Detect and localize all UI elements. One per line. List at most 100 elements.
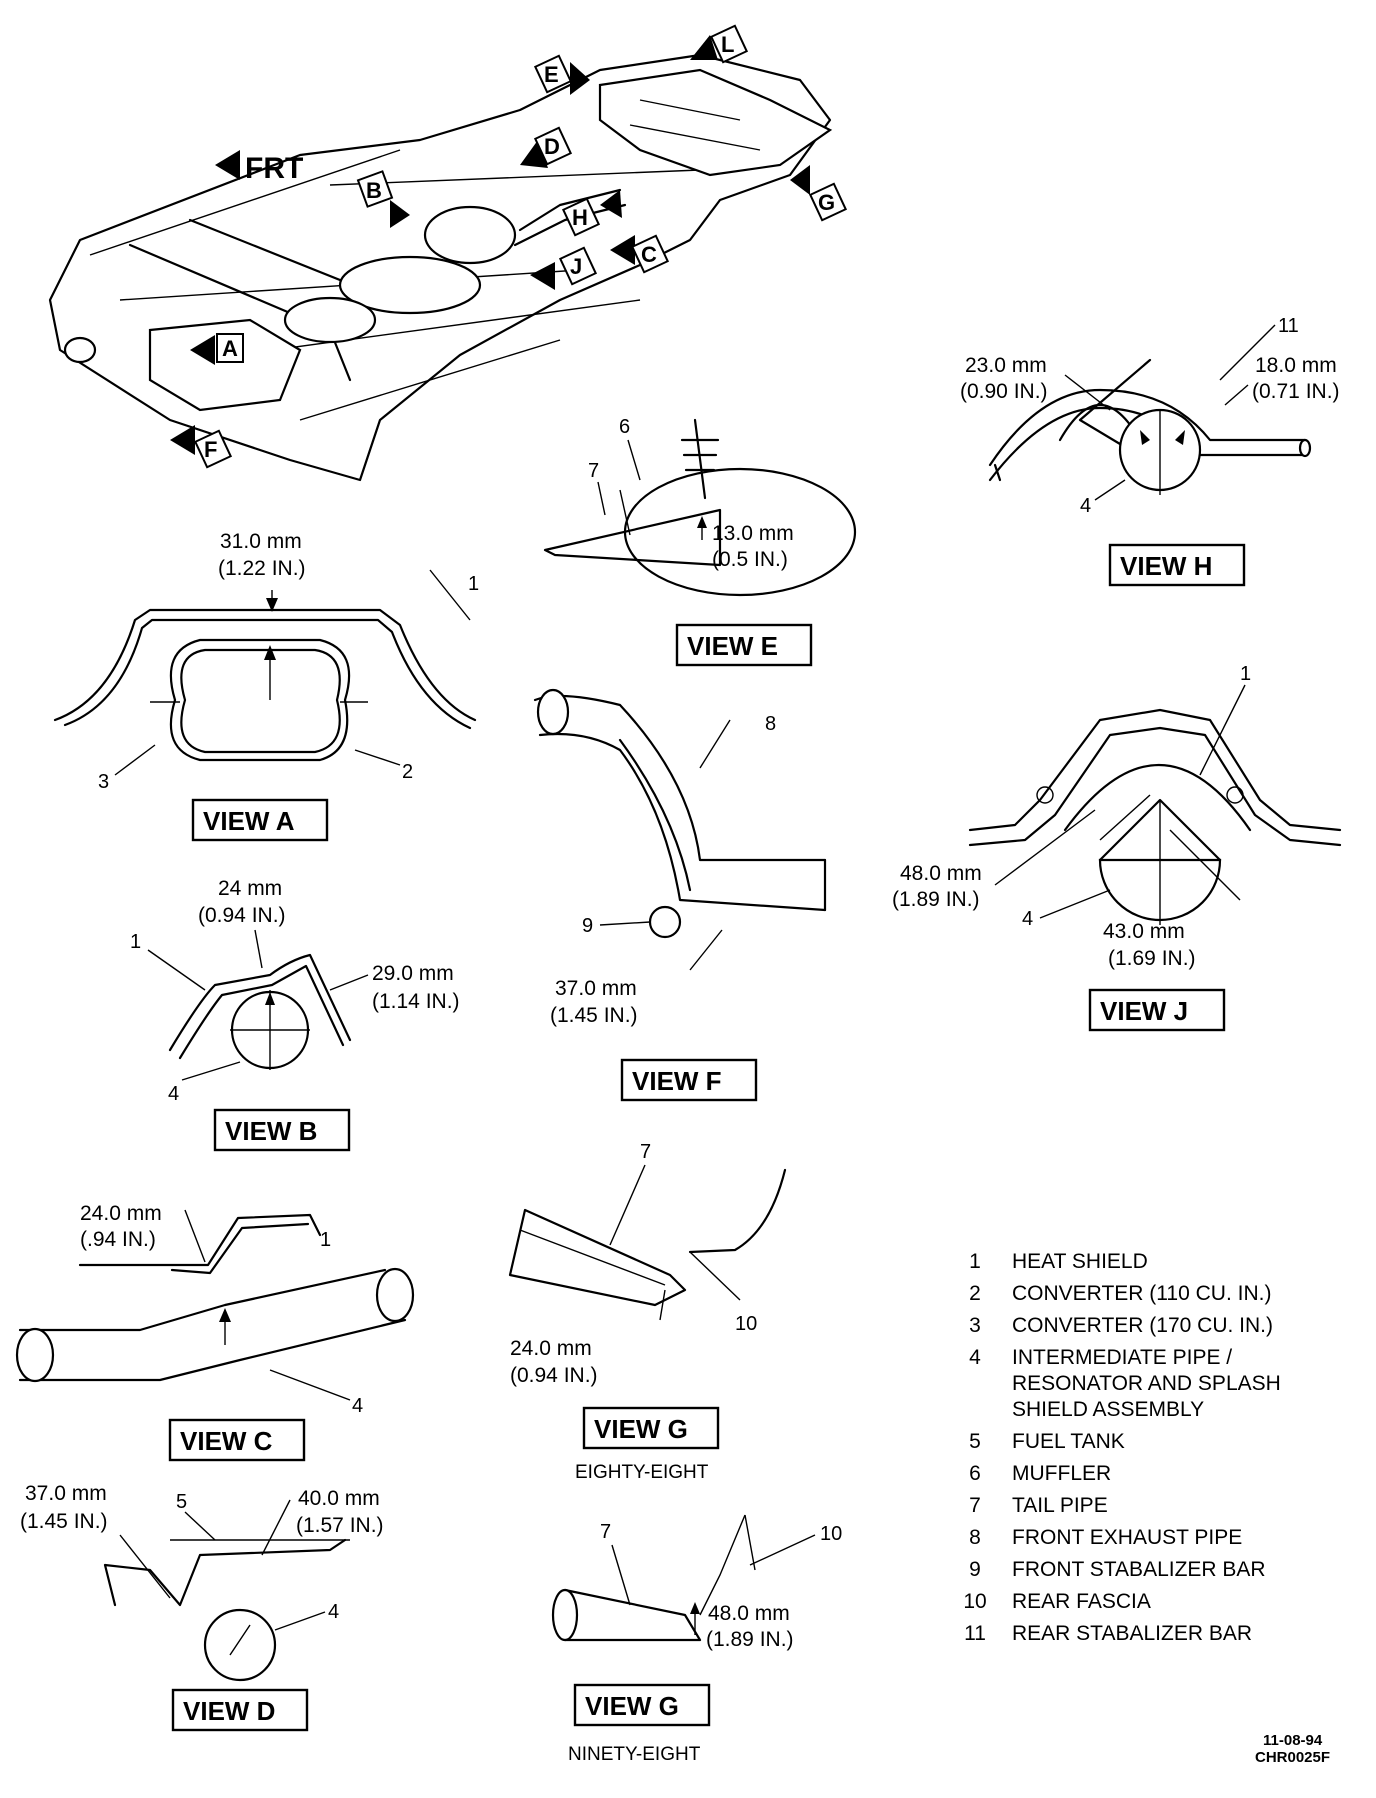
legend-description: MUFFLER <box>1012 1462 1111 1485</box>
view-d: 37.0 mm (1.45 IN.) 40.0 mm (1.57 IN.) 5 … <box>20 1482 384 1732</box>
legend-number: 8 <box>969 1526 981 1549</box>
legend-item: 8 FRONT EXHAUST PIPE <box>969 1526 1242 1549</box>
legend-description: SHIELD ASSEMBLY <box>1012 1398 1204 1421</box>
legend-number: 7 <box>969 1494 981 1517</box>
svg-text:(1.45 IN.): (1.45 IN.) <box>550 1004 638 1027</box>
footer-code: CHR0025F <box>1255 1749 1330 1766</box>
svg-text:10: 10 <box>820 1523 842 1545</box>
view-e: 13.0 mm (0.5 IN.) 6 7 VIEW E <box>543 416 857 667</box>
view-g2-subtitle: NINETY-EIGHT <box>568 1744 701 1765</box>
arrow-b: B <box>356 170 410 228</box>
arrow-e: E <box>533 54 590 95</box>
arrow-a: A <box>190 333 244 365</box>
legend-description: CONVERTER (110 CU. IN.) <box>1012 1282 1271 1305</box>
legend-number: 1 <box>969 1250 981 1273</box>
view-c: 24.0 mm (.94 IN.) 1 4 VIEW C <box>15 1202 415 1462</box>
svg-text:(1.22 IN.): (1.22 IN.) <box>218 557 306 580</box>
svg-text:4: 4 <box>1022 908 1033 930</box>
legend-item: 10 REAR FASCIA <box>963 1590 1151 1613</box>
svg-text:5: 5 <box>176 1491 187 1513</box>
svg-text:4: 4 <box>1080 495 1091 517</box>
svg-text:8: 8 <box>765 713 776 735</box>
view-g-ninety-eight: 48.0 mm (1.89 IN.) 7 10 VIEW G NINETY-EI… <box>551 1514 842 1765</box>
svg-text:24.0 mm: 24.0 mm <box>80 1202 162 1225</box>
legend-number: 11 <box>964 1622 986 1645</box>
svg-text:(0.71 IN.): (0.71 IN.) <box>1252 380 1340 403</box>
arrow-l: L <box>690 24 749 64</box>
legend-number: 10 <box>963 1590 986 1613</box>
view-f: 9 8 37.0 mm (1.45 IN.) VIEW F <box>533 688 827 1102</box>
svg-text:9: 9 <box>582 915 593 937</box>
svg-text:4: 4 <box>352 1395 363 1417</box>
svg-text:A: A <box>222 336 238 361</box>
svg-text:10: 10 <box>735 1313 757 1335</box>
svg-text:B: B <box>366 178 382 203</box>
svg-text:6: 6 <box>619 416 630 438</box>
arrow-c: C <box>610 234 670 274</box>
legend-item: 5 FUEL TANK <box>969 1430 1125 1453</box>
legend-item: 11 REAR STABALIZER BAR <box>964 1622 1252 1645</box>
view-g1-subtitle: EIGHTY-EIGHT <box>575 1462 709 1483</box>
legend-description: FRONT EXHAUST PIPE <box>1012 1526 1242 1549</box>
svg-text:(0.94 IN.): (0.94 IN.) <box>198 904 286 927</box>
svg-text:4: 4 <box>168 1083 179 1105</box>
svg-text:C: C <box>641 242 657 267</box>
legend-number: 2 <box>969 1282 981 1305</box>
arrow-f: F <box>170 425 233 469</box>
arrow-j: J <box>530 246 598 290</box>
svg-text:(1.89 IN.): (1.89 IN.) <box>706 1628 794 1651</box>
svg-text:(1.69 IN.): (1.69 IN.) <box>1108 947 1196 970</box>
svg-text:(1.57 IN.): (1.57 IN.) <box>296 1514 384 1537</box>
svg-text:(0.90 IN.): (0.90 IN.) <box>960 380 1048 403</box>
view-h: 23.0 mm (0.90 IN.) 18.0 mm (0.71 IN.) 11… <box>960 315 1340 587</box>
legend-description: REAR FASCIA <box>1012 1590 1151 1613</box>
legend-description: FUEL TANK <box>1012 1430 1125 1453</box>
svg-text:F: F <box>204 437 217 462</box>
footer-date: 11-08-94 <box>1263 1732 1323 1749</box>
legend-description: REAR STABALIZER BAR <box>1012 1622 1252 1645</box>
svg-text:11: 11 <box>1278 315 1299 337</box>
view-c-label: VIEW C <box>180 1426 273 1456</box>
svg-text:7: 7 <box>640 1141 651 1163</box>
view-g-eighty-eight: 10 7 24.0 mm (0.94 IN.) VIEW G EIGHTY-EI… <box>508 1141 787 1483</box>
view-h-label: VIEW H <box>1120 551 1212 581</box>
legend-item: 1 HEAT SHIELD <box>969 1250 1148 1273</box>
underbody-overview: FRT <box>48 53 833 482</box>
svg-text:1: 1 <box>130 931 141 953</box>
svg-text:18.0 mm: 18.0 mm <box>1255 354 1337 377</box>
svg-text:31.0 mm: 31.0 mm <box>220 530 302 553</box>
view-e-label: VIEW E <box>687 631 778 661</box>
legend-description: INTERMEDIATE PIPE / <box>1012 1346 1232 1369</box>
view-f-label: VIEW F <box>632 1066 722 1096</box>
svg-text:1: 1 <box>1240 663 1251 685</box>
svg-text:(1.45 IN.): (1.45 IN.) <box>20 1510 108 1533</box>
svg-text:4: 4 <box>328 1601 339 1623</box>
svg-text:(1.14 IN.): (1.14 IN.) <box>372 990 460 1013</box>
view-a-label: VIEW A <box>203 806 295 836</box>
view-j: 48.0 mm (1.89 IN.) 43.0 mm (1.69 IN.) 1 … <box>892 663 1342 1032</box>
front-label: FRT <box>245 152 303 185</box>
view-d-label: VIEW D <box>183 1696 275 1726</box>
legend-description: HEAT SHIELD <box>1012 1250 1148 1273</box>
legend-number: 5 <box>969 1430 981 1453</box>
legend-description: FRONT STABALIZER BAR <box>1012 1558 1266 1581</box>
legend-number: 4 <box>969 1346 981 1369</box>
svg-text:1: 1 <box>320 1229 331 1251</box>
svg-text:3: 3 <box>98 771 109 793</box>
svg-text:1: 1 <box>468 573 479 595</box>
view-j-label: VIEW J <box>1100 996 1188 1026</box>
svg-text:(.94 IN.): (.94 IN.) <box>80 1228 156 1251</box>
svg-text:(1.89 IN.): (1.89 IN.) <box>892 888 980 911</box>
view-a: 31.0 mm (1.22 IN.) 1 2 3 VIEW A <box>53 530 479 842</box>
svg-text:7: 7 <box>600 1521 611 1543</box>
svg-text:L: L <box>721 32 734 57</box>
arrow-d: D <box>520 126 573 168</box>
svg-text:48.0 mm: 48.0 mm <box>900 862 982 885</box>
arrow-h: H <box>561 190 622 237</box>
legend-number: 9 <box>969 1558 981 1581</box>
legend-item: 9 FRONT STABALIZER BAR <box>969 1558 1265 1581</box>
